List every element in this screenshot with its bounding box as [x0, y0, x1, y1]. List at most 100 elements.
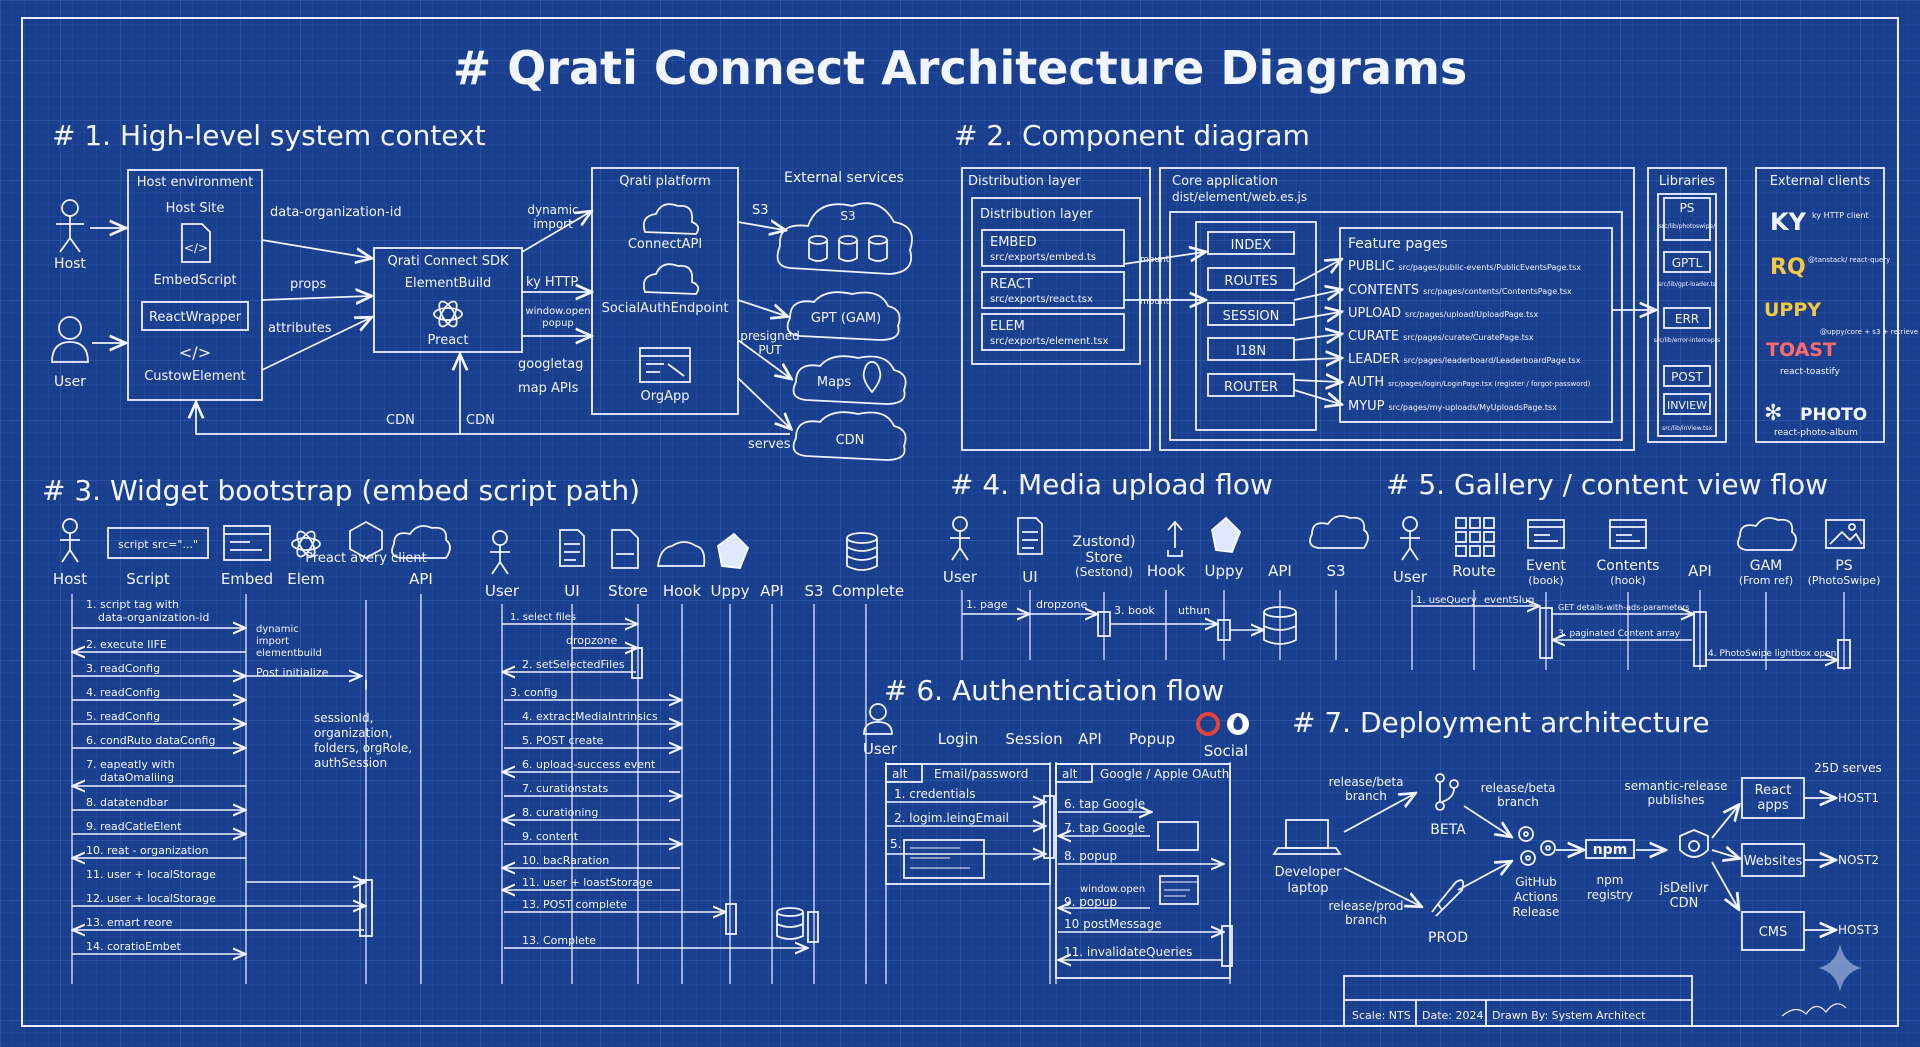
mount-label-2: mount [1140, 297, 1170, 307]
s3-step-9: 9. readCatleElent [86, 820, 182, 833]
s6-right-step-8: 8. popup [1064, 849, 1117, 863]
s3b-activation-3 [807, 911, 819, 943]
elem-path: src/exports/element.tsx [990, 336, 1108, 347]
s4-lifelines [961, 590, 1337, 660]
gpt-label: GPT (GAM) [811, 311, 881, 326]
s3b-db-icon [846, 532, 878, 571]
s3-actor-preact: Preact avery client [305, 551, 427, 566]
footer-date: Date: 2024 [1422, 1009, 1484, 1022]
s2-heading: # 2. Component diagram [954, 119, 1310, 152]
s3-messages [72, 628, 364, 954]
client-rq-sub: @tanstack/ react-query [1808, 256, 1890, 264]
dist-outer-title: Distribution layer [968, 174, 1081, 189]
s6-actor-login: Login [938, 730, 978, 748]
s3b-step-10: 10. bacRaration [522, 854, 609, 867]
user-actor-icon [51, 316, 89, 363]
embed-script-label: EmbedScript [153, 273, 236, 288]
s3-note-session: sessionId,organization,folders, orgRole,… [314, 711, 412, 770]
react-wrapper-label: ReactWrapper [149, 310, 242, 325]
svg-text:</>: </> [184, 241, 208, 255]
pinwheel-icon: ✻ [1764, 401, 1782, 426]
git-branch-icon [1435, 773, 1459, 811]
s5-actor-gam: GAM(From ref) [1739, 558, 1793, 587]
attributes-label: attributes [268, 321, 332, 336]
s3-step-2: 2. execute IIFE [86, 638, 167, 651]
s6-left-step-5: 5. [890, 837, 901, 851]
s4-actor-hook: Hook [1147, 562, 1186, 580]
npm-logo-box [1585, 839, 1635, 859]
react-wrapper-box [141, 301, 249, 331]
github-actions-gears-icon [1518, 826, 1556, 866]
s6-activation-1 [1043, 795, 1055, 859]
react-box [981, 271, 1125, 309]
s3b-activation-2 [725, 903, 737, 935]
lib-ps-path: src/lib/photoswipe/ [1659, 223, 1716, 230]
s6-login-form-mock [903, 839, 985, 879]
sdk-box [373, 247, 523, 353]
s4-user-icon [950, 516, 970, 561]
page-title: # Qrati Connect Architecture Diagrams [453, 41, 1468, 95]
s3b-step-11: 11. user + loastStorage [522, 876, 653, 889]
client-uppy: UPPY [1764, 299, 1821, 321]
cdn-label: CDN [836, 433, 865, 448]
lib-err: ERR [1675, 312, 1699, 326]
s3b-step-12: 13. POST complete [522, 898, 627, 911]
libraries-title: Libraries [1659, 174, 1715, 189]
s3b-hook-icon [656, 541, 706, 567]
s5-user-icon [1400, 516, 1420, 561]
s3-actor-elem: Elem [287, 570, 325, 588]
s3-step-3: 3. readConfig [86, 662, 160, 675]
org-app-window-icon [639, 347, 691, 383]
s6-popup-form-mock [1157, 821, 1199, 851]
s3b-step-1: 1. select files [510, 612, 576, 623]
footer-drawn: Drawn By: System Architect [1492, 1009, 1646, 1022]
serves-label: serves [748, 437, 791, 452]
s5-step-3: 3. paginated Content array [1558, 629, 1681, 639]
lib-ps: PS [1680, 201, 1695, 215]
module-i18n: I18N [1236, 344, 1266, 359]
s6-left-step-2: 2. logim.leingEmail [894, 811, 1009, 825]
s3-note-post: Post initialize [256, 666, 329, 679]
signature-icon [1781, 1003, 1847, 1017]
module-index: INDEX [1231, 238, 1272, 253]
script-src-box [107, 527, 209, 559]
core-app-path: dist/element/web.es.js [1172, 190, 1307, 204]
s5-step-1: 1. useQuery [1416, 595, 1477, 606]
s4-db-icon [1263, 606, 1297, 645]
ky-http-label: ky HTTP [526, 275, 578, 290]
host-environment-box [127, 169, 263, 401]
connect-api-cloud-icon [642, 203, 700, 235]
module-list: INDEX ROUTES SESSION I18N ROUTER [1207, 231, 1295, 397]
s3b-uppy-icon [717, 532, 750, 569]
library-list: PS src/lib/photoswipe/ GPTL src/lib/gpt-… [1654, 197, 1720, 432]
lib-err-path: src/lib/error-intercepts [1654, 337, 1720, 344]
gpt-cloud-icon [786, 291, 901, 341]
s3b-actor-uppy: Uppy [711, 582, 750, 600]
s6-user-icon [863, 703, 893, 735]
s6-right-step-11: 11. invalidateQueries [1064, 945, 1192, 959]
apple-icon [1227, 713, 1249, 735]
s7-heading: # 7. Deployment architecture [1292, 706, 1710, 739]
s3b-store-doc-icon [611, 529, 639, 569]
s6-right-step-10: 10 postMessage [1064, 917, 1162, 931]
s3b-step-8: 8. curationing [522, 806, 598, 819]
preact-label: Preact [428, 333, 469, 348]
laptop-icon [1272, 819, 1342, 855]
s4-actor-user: User [943, 568, 978, 586]
s4-step-1: 1. page [966, 598, 1008, 611]
embed-name: EMBED [990, 235, 1037, 250]
external-clients-box [1755, 167, 1885, 443]
s3-actor-api: API [409, 570, 433, 588]
s3b-actor-complete: Complete [832, 582, 904, 600]
maps-cloud-icon [792, 355, 907, 405]
element-build-label: ElementBuild [405, 276, 491, 291]
core-app-title: Core application [1172, 174, 1278, 189]
